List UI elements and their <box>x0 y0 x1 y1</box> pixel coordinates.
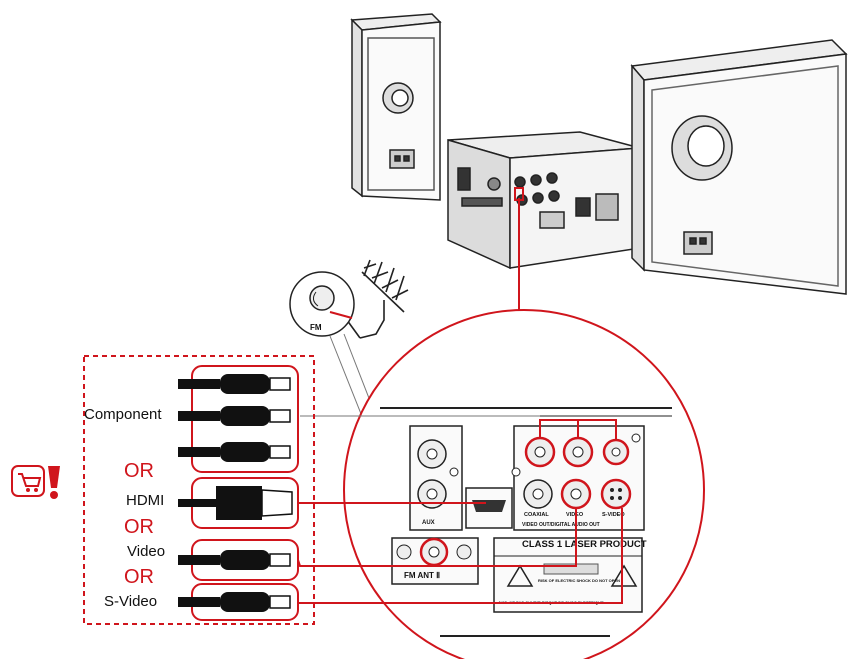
component-connection-lines <box>300 415 617 440</box>
video-out-label: VIDEO OUT/DIGITAL AUDIO OUT <box>522 522 600 528</box>
fm-ant-label: FM ANT Ⅱ <box>404 571 440 580</box>
component-cable-3 <box>178 442 291 462</box>
hdmi-label: HDMI <box>126 492 165 509</box>
or-label-1: OR <box>124 460 154 482</box>
coaxial-label: COAXIAL <box>524 512 549 518</box>
main-unit <box>447 131 641 270</box>
svideo-line <box>298 508 623 604</box>
video-label: Video <box>127 543 166 560</box>
class1-label: CLASS 1 LASER PRODUCT <box>522 539 647 550</box>
or-label-2: OR <box>124 516 154 538</box>
cable-options-panel <box>83 355 315 625</box>
hdmi-cable <box>178 486 293 520</box>
svideo-jack-label: S-VIDEO <box>602 512 625 518</box>
or-label-3: OR <box>124 566 154 588</box>
right-speaker <box>630 39 848 295</box>
left-speaker <box>350 13 442 201</box>
aux-label: AUX <box>422 520 435 526</box>
fm-antenna <box>343 259 409 339</box>
svideo-label: S-Video <box>104 593 158 610</box>
component-cable-2 <box>178 406 291 426</box>
shopping-cart-icon <box>11 465 45 497</box>
component-label: Component <box>84 406 162 423</box>
video-cable <box>178 550 291 570</box>
exclamation-icon <box>48 466 60 499</box>
fm-label: FM <box>310 323 322 332</box>
video-jack-label: VIDEO <box>566 512 584 518</box>
fm-jack-callout <box>289 271 355 337</box>
svideo-cable <box>178 592 291 612</box>
component-cable-1 <box>178 374 291 394</box>
zoom-circle <box>343 309 705 664</box>
shock-label: RISK OF ELECTRIC SHOCK DO NOT OPEN <box>538 578 620 583</box>
